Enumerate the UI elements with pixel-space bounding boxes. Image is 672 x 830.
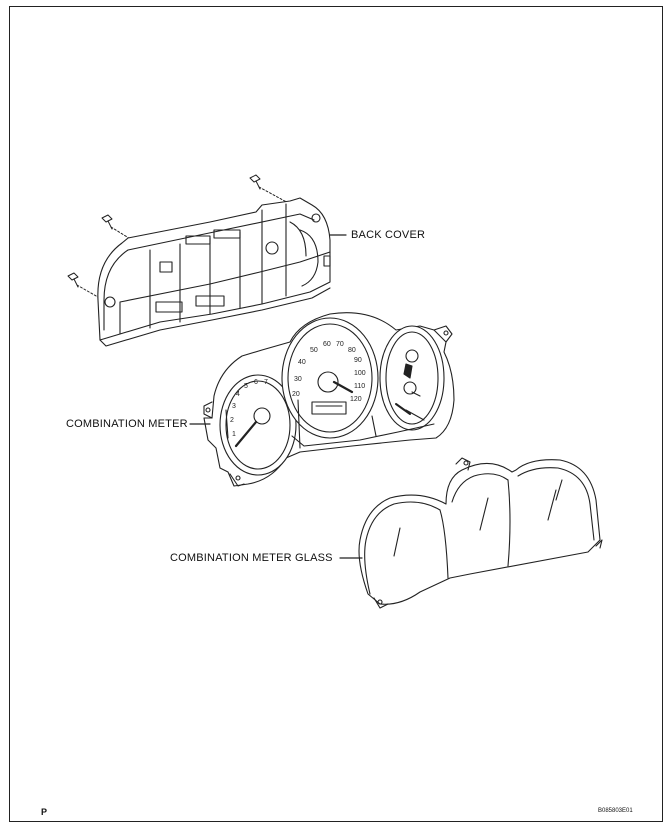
screw-icon [101,214,133,241]
speedometer-tick-label: 80 [348,347,356,354]
speedometer-tick-label: 20 [292,391,300,398]
tachometer-tick-label: 7 [264,379,268,386]
speedometer-tick-label: 100 [354,370,366,377]
diagram-frame [9,6,663,822]
speedometer-tick-label: 50 [310,347,318,354]
tachometer-tick-label: 4 [236,391,240,398]
figure-id: B085803E01 [598,808,633,814]
page-marker: P [41,807,48,817]
back-cover-part [97,197,331,347]
tachometer-tick-label: 2 [230,417,234,424]
tachometer-tick-label: 3 [232,403,236,410]
combination-meter-glass-part [358,457,603,609]
speedometer-tick-label: 90 [354,357,362,364]
screw-icon [249,174,293,206]
speedometer-scale: 20 30 40 50 60 70 80 90 100 110 120 [292,341,366,403]
speedometer-tick-label: 120 [350,396,362,403]
back-cover-label: BACK COVER [351,229,426,241]
combination-meter-part [203,312,455,487]
tachometer-tick-label: 5 [244,383,248,390]
combination-meter-glass-label: COMBINATION METER GLASS [170,552,333,564]
speedometer-tick-label: 70 [336,341,344,348]
tachometer-scale: 1 2 3 4 5 6 7 [230,379,268,438]
tachometer-tick-label: 1 [232,431,236,438]
combination-meter-label: COMBINATION METER [66,418,188,430]
speedometer-tick-label: 60 [323,341,331,348]
speedometer-tick-label: 110 [354,383,365,390]
speedometer-tick-label: 30 [294,376,302,383]
tachometer-tick-label: 6 [254,379,258,386]
speedometer-tick-label: 40 [298,359,306,366]
